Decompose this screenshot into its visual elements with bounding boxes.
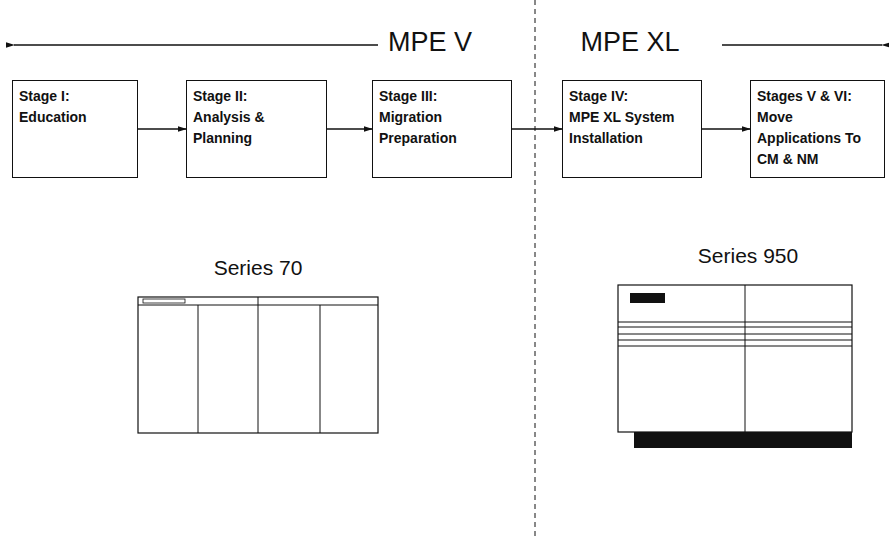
era-label: MPE V xyxy=(385,27,475,58)
model-label: Series 950 xyxy=(695,244,801,268)
stage-description: Education xyxy=(19,107,131,128)
timeline-arrow xyxy=(722,44,882,45)
stage-description: Move Applications To CM & NM xyxy=(757,107,878,170)
flow-arrow xyxy=(702,128,750,129)
stage-box: Stage II:Analysis & Planning xyxy=(186,80,327,178)
stage-heading: Stage IV: xyxy=(569,86,695,107)
flow-arrow xyxy=(327,128,372,129)
flow-arrow xyxy=(138,128,186,129)
stage-box: Stage I:Education xyxy=(12,80,138,178)
era-label: MPE XL xyxy=(577,27,682,58)
stage-heading: Stage I: xyxy=(19,86,131,107)
stage-description: Analysis & Planning xyxy=(193,107,320,149)
stage-heading: Stage II: xyxy=(193,86,320,107)
timeline-arrow xyxy=(14,44,378,45)
stage-heading: Stages V & VI: xyxy=(757,86,878,107)
series950-cabinet xyxy=(618,285,852,448)
stage-heading: Stage III: xyxy=(379,86,505,107)
flow-arrow xyxy=(512,128,562,129)
stage-description: Migration Preparation xyxy=(379,107,505,149)
stage-description: MPE XL System Installation xyxy=(569,107,695,149)
series70-cabinet xyxy=(138,297,378,433)
stage-box: Stage IV:MPE XL System Installation xyxy=(562,80,702,178)
stage-box: Stage III:Migration Preparation xyxy=(372,80,512,178)
model-label: Series 70 xyxy=(211,256,306,280)
stage-box: Stages V & VI:Move Applications To CM & … xyxy=(750,80,885,178)
era-divider xyxy=(535,0,536,537)
